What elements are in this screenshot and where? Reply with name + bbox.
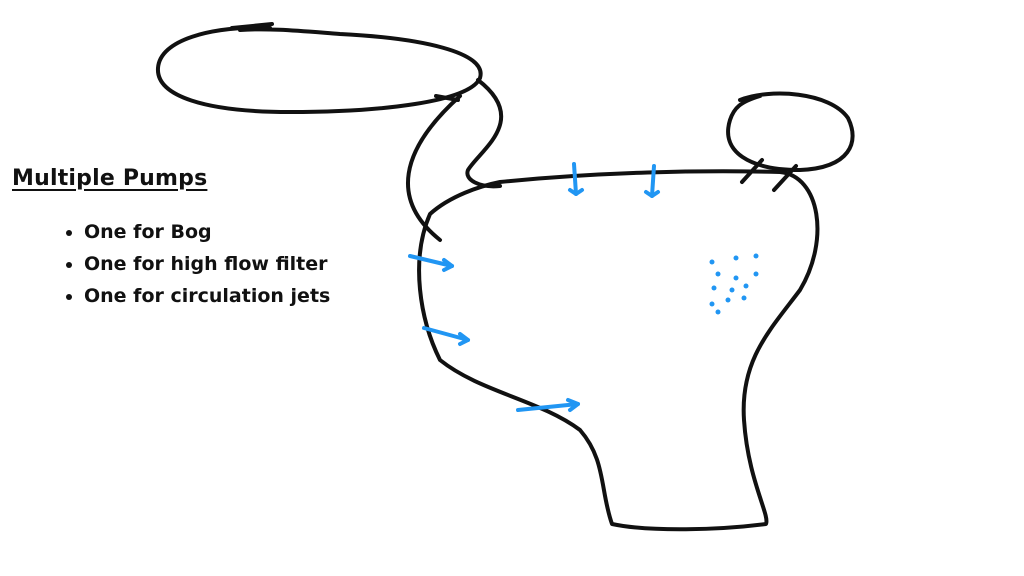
- bog-pipe-tick: [434, 94, 460, 102]
- pump-list-item-filter: One for high flow filter: [84, 248, 330, 280]
- pump-list-item-bog: One for Bog: [84, 216, 330, 248]
- filter-connector-2: [772, 164, 798, 192]
- bog-pipe-left: [405, 94, 462, 242]
- pump-list: One for Bog One for high flow filter One…: [60, 216, 330, 312]
- top-return-2: [650, 164, 656, 198]
- pond-outline: [417, 169, 820, 532]
- top-return-2-tip: [644, 190, 660, 198]
- filter-outline: [726, 91, 855, 172]
- pump-list-item-jets: One for circulation jets: [84, 280, 330, 312]
- diagram-heading: Multiple Pumps: [12, 166, 208, 191]
- top-return-1-tip: [568, 188, 584, 196]
- bog-pipe-right: [465, 78, 504, 189]
- jet-1: [408, 254, 454, 268]
- bog-outline: [155, 25, 483, 114]
- bog-scribble-mark: [230, 22, 274, 30]
- jet-1-tip: [442, 258, 454, 272]
- jet-2-tip: [458, 332, 470, 346]
- jet-3-tip: [566, 398, 580, 412]
- bottom-drain-dots: [709, 253, 759, 315]
- jet-3: [516, 402, 580, 412]
- jet-2: [422, 326, 470, 342]
- top-return-1: [572, 162, 578, 196]
